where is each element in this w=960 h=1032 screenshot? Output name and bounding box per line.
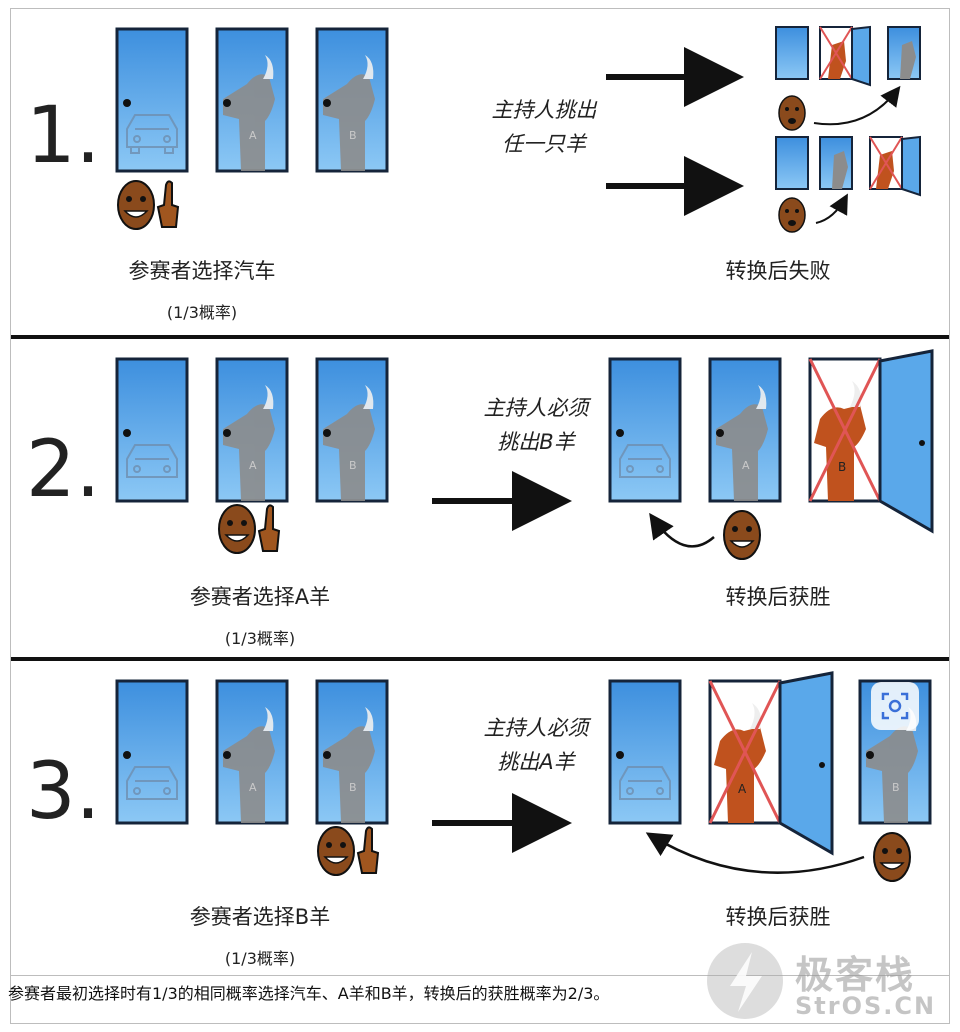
door-letter: A <box>249 459 257 472</box>
watermark-name: 极客栈 <box>795 953 916 997</box>
result-door-car <box>608 357 682 503</box>
arrow-icon <box>649 512 715 548</box>
car-icon <box>126 114 178 154</box>
contestant <box>317 826 380 876</box>
door-letter: B <box>838 460 846 474</box>
goat-icon <box>323 385 375 501</box>
panel-3: 3. A <box>12 661 948 973</box>
door-letter: A <box>249 129 257 142</box>
panel-divider <box>11 335 949 339</box>
host-text-line2: 挑出A羊 <box>497 750 575 774</box>
goat-icon <box>323 707 375 823</box>
host-text: 主持人必须 挑出A羊 <box>436 711 636 779</box>
host-text-line1: 主持人挑出 <box>491 98 597 122</box>
car-icon <box>619 444 671 478</box>
host-text-line1: 主持人必须 <box>483 396 589 420</box>
diagram-frame: 1. A <box>10 8 950 1024</box>
result-door-open-b: B <box>808 349 934 534</box>
probability-label: (1/3概率) <box>166 303 238 322</box>
door-letter: B <box>349 459 357 472</box>
arrow-icon <box>645 832 865 874</box>
goat-icon <box>223 707 275 823</box>
caption-divider <box>11 975 949 976</box>
watermark-domain: StrOS.CN <box>795 992 937 1020</box>
door-letter: B <box>349 781 357 794</box>
pointing-hand-icon <box>156 180 180 228</box>
probability-label: (1/3概率) <box>224 629 296 648</box>
choice-label: 参赛者选择汽车 <box>128 259 276 283</box>
goat-icon <box>223 55 275 171</box>
result-mini-row-2 <box>775 135 921 233</box>
choice-label: 参赛者选择A羊 <box>189 585 331 609</box>
result-mini-row-1 <box>775 25 921 131</box>
face-icon <box>873 832 911 882</box>
face-icon <box>723 510 761 560</box>
contestant-result <box>723 510 761 560</box>
car-icon <box>126 766 178 800</box>
door-goat-a: A <box>215 357 289 503</box>
door-letter: B <box>349 129 357 142</box>
door-letter: A <box>738 782 747 796</box>
lens-icon[interactable] <box>871 682 919 730</box>
result-door-open-a: A <box>708 671 834 856</box>
face-icon <box>117 180 155 230</box>
result-label: 转换后获胜 <box>725 905 831 929</box>
watermark-logo-icon <box>707 943 783 1019</box>
door-letter: A <box>742 459 750 472</box>
car-icon <box>619 766 671 800</box>
contestant-result <box>873 832 911 882</box>
contestant <box>218 504 281 554</box>
goat-icon <box>223 385 275 501</box>
host-text-line2: 挑出B羊 <box>497 430 575 454</box>
host-text: 主持人挑出 任一只羊 <box>444 93 644 161</box>
door-car <box>115 679 189 825</box>
probability-label: (1/3概率) <box>224 949 296 968</box>
panel-divider <box>11 657 949 661</box>
face-icon <box>778 197 806 233</box>
goat-icon <box>716 385 768 501</box>
result-label: 转换后获胜 <box>725 585 831 609</box>
pointing-hand-icon <box>257 504 281 552</box>
door-goat-b: B <box>315 27 389 173</box>
door-goat-a: A <box>215 27 289 173</box>
result-door-goat-a: A <box>708 357 782 503</box>
host-text: 主持人必须 挑出B羊 <box>436 391 636 459</box>
door-goat-b: B <box>315 679 389 825</box>
panel-number: 3. <box>26 747 101 837</box>
panel-2: 2. A <box>12 339 948 657</box>
panel-2-scene: A B <box>115 349 934 560</box>
host-text-line2: 任一只羊 <box>502 132 586 156</box>
contestant <box>117 180 180 230</box>
panel-3-scene: A B <box>115 671 932 882</box>
door-car <box>115 357 189 503</box>
door-goat-b: B <box>315 357 389 503</box>
watermark: 极客栈 StrOS.CN <box>700 936 950 1026</box>
panel-number: 2. <box>26 425 101 515</box>
choice-label: 参赛者选择B羊 <box>189 905 331 929</box>
result-door-car <box>608 679 682 825</box>
face-icon <box>218 504 256 554</box>
host-text-line1: 主持人必须 <box>483 716 589 740</box>
goat-icon <box>323 55 375 171</box>
pointing-hand-icon <box>356 826 380 874</box>
panel-number: 1. <box>26 91 101 181</box>
caption: 参赛者最初选择时有1/3的相同概率选择汽车、A羊和B羊，转换后的获胜概率为2/3… <box>8 984 610 1003</box>
panel-1-scene: A B <box>115 25 921 233</box>
door-letter: B <box>892 781 900 794</box>
face-icon <box>317 826 355 876</box>
door-car <box>115 27 189 173</box>
result-label: 转换后失败 <box>725 259 831 283</box>
door-goat-a: A <box>215 679 289 825</box>
car-icon <box>126 444 178 478</box>
face-icon <box>778 95 806 131</box>
door-letter: A <box>249 781 257 794</box>
panel-1: 1. A <box>12 9 948 335</box>
